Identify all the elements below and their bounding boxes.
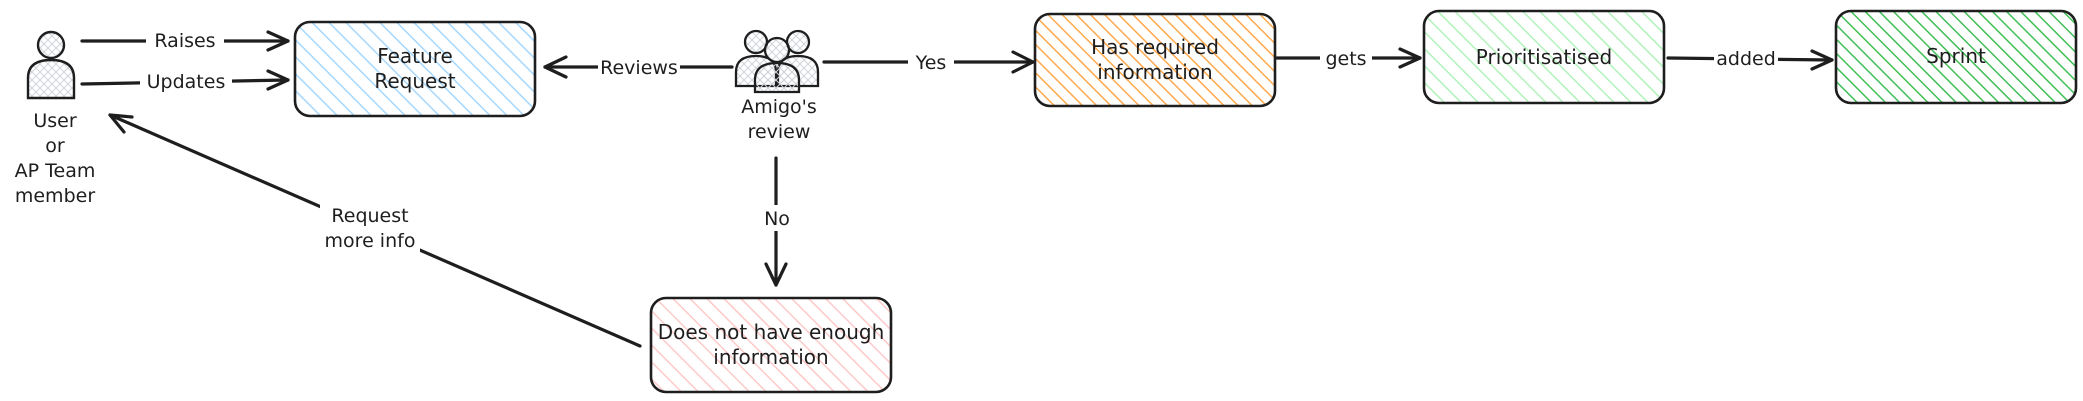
svg-text:Reviews: Reviews xyxy=(600,57,678,79)
edge-added-arrow: added xyxy=(1666,45,1834,71)
edge-request-more-info-arrow: Request more info xyxy=(108,113,642,348)
edge-reviews-arrow: Reviews xyxy=(543,54,734,80)
node-feature-request: Feature Request xyxy=(293,20,537,118)
svg-text:review: review xyxy=(748,121,811,143)
svg-text:Does not have enough: Does not have enough xyxy=(658,320,885,344)
amigos-group-icon xyxy=(734,29,820,94)
svg-text:information: information xyxy=(1097,60,1212,84)
user-actor-icon xyxy=(26,30,76,100)
amigos-review-label: Amigo's review xyxy=(741,96,817,143)
svg-text:Has required: Has required xyxy=(1091,35,1219,59)
svg-text:Feature: Feature xyxy=(377,44,453,68)
svg-text:User: User xyxy=(33,110,76,132)
svg-text:Amigo's: Amigo's xyxy=(741,96,817,118)
edge-no-arrow: No xyxy=(760,156,794,287)
svg-text:Request: Request xyxy=(331,205,408,227)
node-prioritised: Prioritisatised xyxy=(1422,9,1666,105)
node-not-enough-information: Does not have enough information xyxy=(649,296,893,394)
edge-gets-arrow: gets xyxy=(1275,45,1422,71)
svg-text:Prioritisatised: Prioritisatised xyxy=(1476,45,1612,69)
user-actor-label: User or AP Team member xyxy=(15,110,96,207)
edge-raises-arrow: Raises xyxy=(80,27,290,53)
svg-text:gets: gets xyxy=(1325,48,1366,70)
svg-text:added: added xyxy=(1716,48,1776,70)
svg-text:Yes: Yes xyxy=(915,52,947,74)
edge-updates-arrow: Updates xyxy=(80,68,290,94)
edge-yes-arrow: Yes xyxy=(822,49,1035,75)
svg-text:No: No xyxy=(764,208,790,230)
node-has-required-information: Has required information xyxy=(1033,12,1277,108)
svg-text:information: information xyxy=(713,345,828,369)
svg-text:Request: Request xyxy=(374,69,455,93)
svg-text:Raises: Raises xyxy=(154,30,215,52)
svg-text:member: member xyxy=(15,185,95,207)
svg-text:more info: more info xyxy=(325,230,416,252)
node-sprint: Sprint xyxy=(1834,9,2078,105)
svg-text:or: or xyxy=(45,135,65,157)
svg-text:AP Team: AP Team xyxy=(15,160,96,182)
svg-text:Updates: Updates xyxy=(147,71,226,93)
svg-text:Sprint: Sprint xyxy=(1926,44,1986,68)
